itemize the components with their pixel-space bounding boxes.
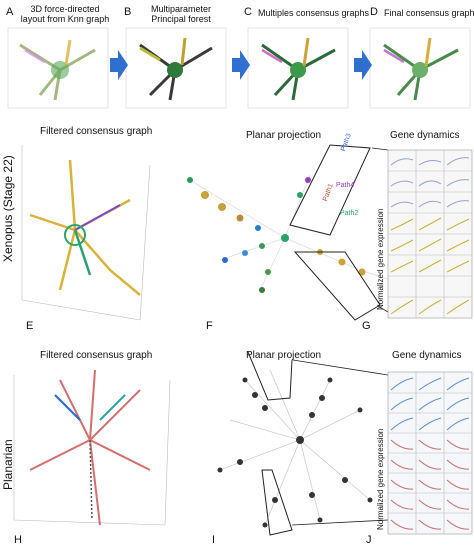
arrow-b-c [232,50,250,80]
xenopus-filtered-title: Filtered consensus graph [40,126,153,137]
side-label-planarian: Planarian [1,439,15,490]
arrow-c-d [354,50,372,80]
panel-j-grid [387,371,473,535]
xenopus-ylabel: Normalized gene expression [376,208,385,310]
panel-a-title-1: 3D force-directed [30,4,100,14]
arrow-a-b [110,50,128,80]
panel-b-title-2: Principal forest [151,14,211,24]
panel-letter-h: H [14,534,22,546]
path2-label: Path2 [340,210,359,217]
xenopus-gene-title: Gene dynamics [390,130,460,141]
panel-h-graph [13,369,171,526]
panel-c-title-1: Multiples consensus graphs [258,8,370,18]
side-label-xenopus: Xenopus (Stage 22) [1,155,15,262]
panel-letter-d: D [370,6,378,18]
thumb-d [369,27,471,109]
panel-letter-i: I [212,534,216,546]
path4-label: Path4 [336,182,355,189]
panel-a-title-2: layout from Knn graph [20,14,110,24]
panel-letter-e: E [26,320,34,332]
panel-g-grid [387,149,473,319]
panel-letter-b: B [124,6,132,18]
planarian-filtered-title: Filtered consensus graph [40,350,153,361]
planarian-ylabel: Normalized gene expression [376,428,385,530]
thumb-a [7,27,109,109]
panel-letter-a: A [6,6,14,18]
planarian-planar-title: Planar projection [246,350,322,361]
thumb-c [247,27,349,109]
panel-letter-g: G [362,320,371,332]
panel-d-title-1: Final consensus graph [384,8,474,18]
panel-f-planar [187,144,421,321]
panel-b-title-1: Multiparameter [150,4,212,14]
panel-letter-f: F [206,320,213,332]
xenopus-planar-title: Planar projection [246,130,322,141]
panel-e-graph [21,145,151,321]
panel-letter-c: C [244,6,252,18]
panel-i-planar [217,351,389,536]
panel-letter-j: J [366,534,372,546]
planarian-gene-title: Gene dynamics [392,350,462,361]
thumb-b [125,27,227,109]
planar-nodes [187,177,366,293]
